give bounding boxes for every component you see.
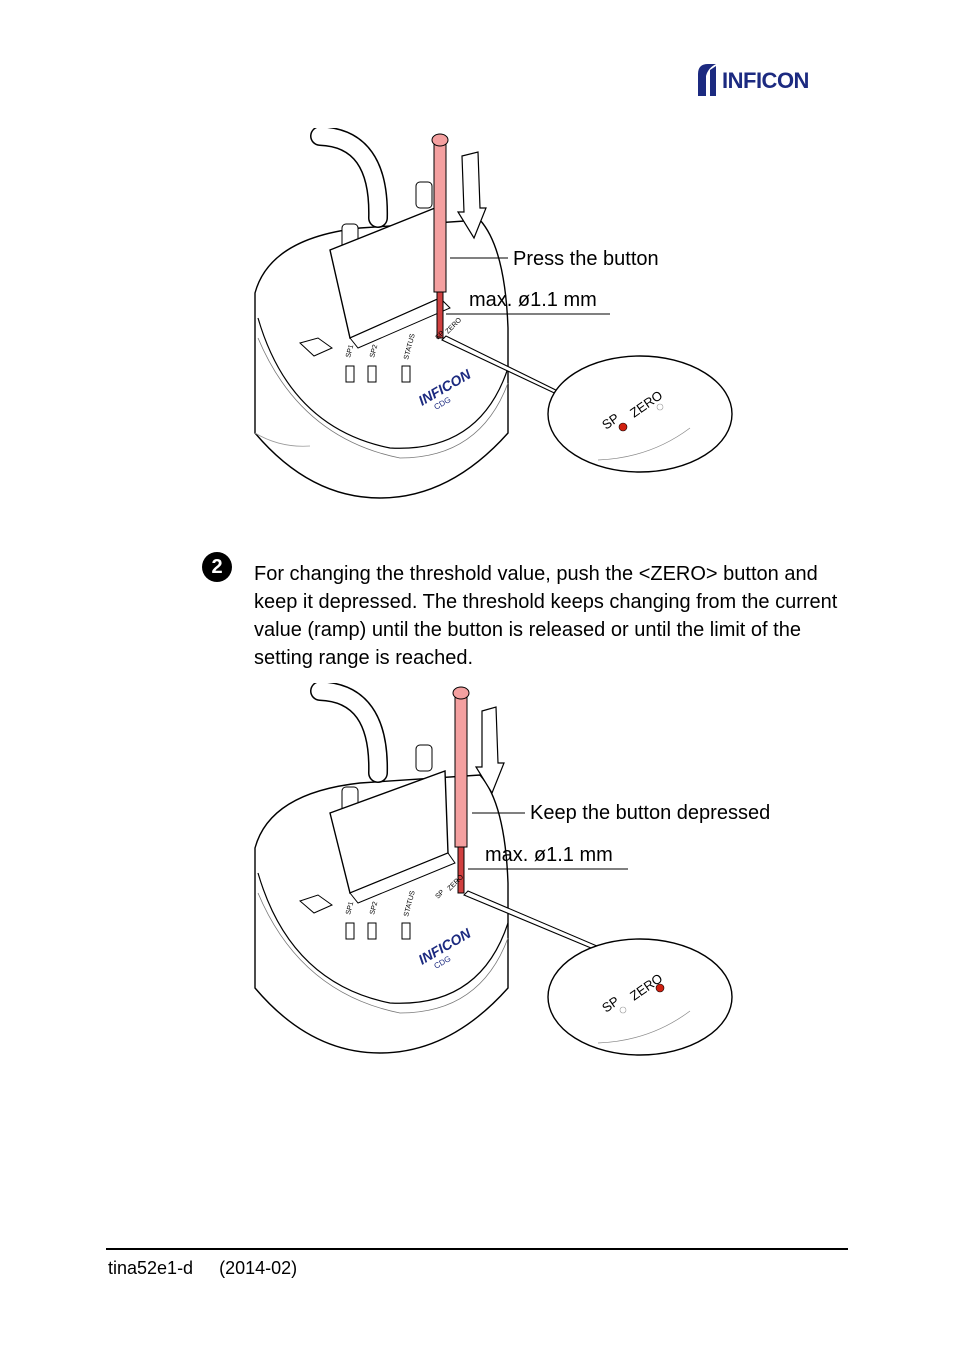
step-number-badge: 2 <box>202 552 232 582</box>
footer-date: (2014-02) <box>219 1258 298 1278</box>
label-sp1: SP1 <box>345 344 355 359</box>
callout-max-diameter-1: max. ø1.1 mm <box>469 289 597 311</box>
label-sp: SP <box>434 330 446 342</box>
inficon-logo-mark <box>698 64 716 96</box>
inficon-logo-text: INFICON <box>722 68 809 93</box>
step-instruction-text: For changing the threshold value, push t… <box>254 563 838 669</box>
label-sp2: SP2 <box>369 344 379 359</box>
label-sp: SP <box>434 889 446 901</box>
gauge-illustration-1: SP1 SP2 STATUS SP ZERO INFICON CDG SP ZE… <box>254 126 733 499</box>
callout-keep-depressed: Keep the button depressed <box>530 802 771 824</box>
label-sp2: SP2 <box>369 901 379 916</box>
footer: tina52e1-d (2014-02) <box>108 1258 297 1279</box>
inficon-logo: INFICON <box>694 62 846 96</box>
figure-keep-depressed: SP1 SP2 STATUS SP ZERO INFICON CDG SP ZE… <box>250 681 800 1058</box>
gauge-illustration-2: SP1 SP2 STATUS SP ZERO INFICON CDG SP ZE… <box>254 681 733 1056</box>
callout-press-button: Press the button <box>513 248 659 270</box>
label-sp1: SP1 <box>345 901 355 916</box>
callout-max-diameter-2: max. ø1.1 mm <box>485 844 613 866</box>
footer-divider <box>106 1248 848 1250</box>
footer-doc-id: tina52e1-d <box>108 1258 194 1278</box>
figure-press-button: SP1 SP2 STATUS SP ZERO INFICON CDG SP ZE… <box>250 126 740 503</box>
